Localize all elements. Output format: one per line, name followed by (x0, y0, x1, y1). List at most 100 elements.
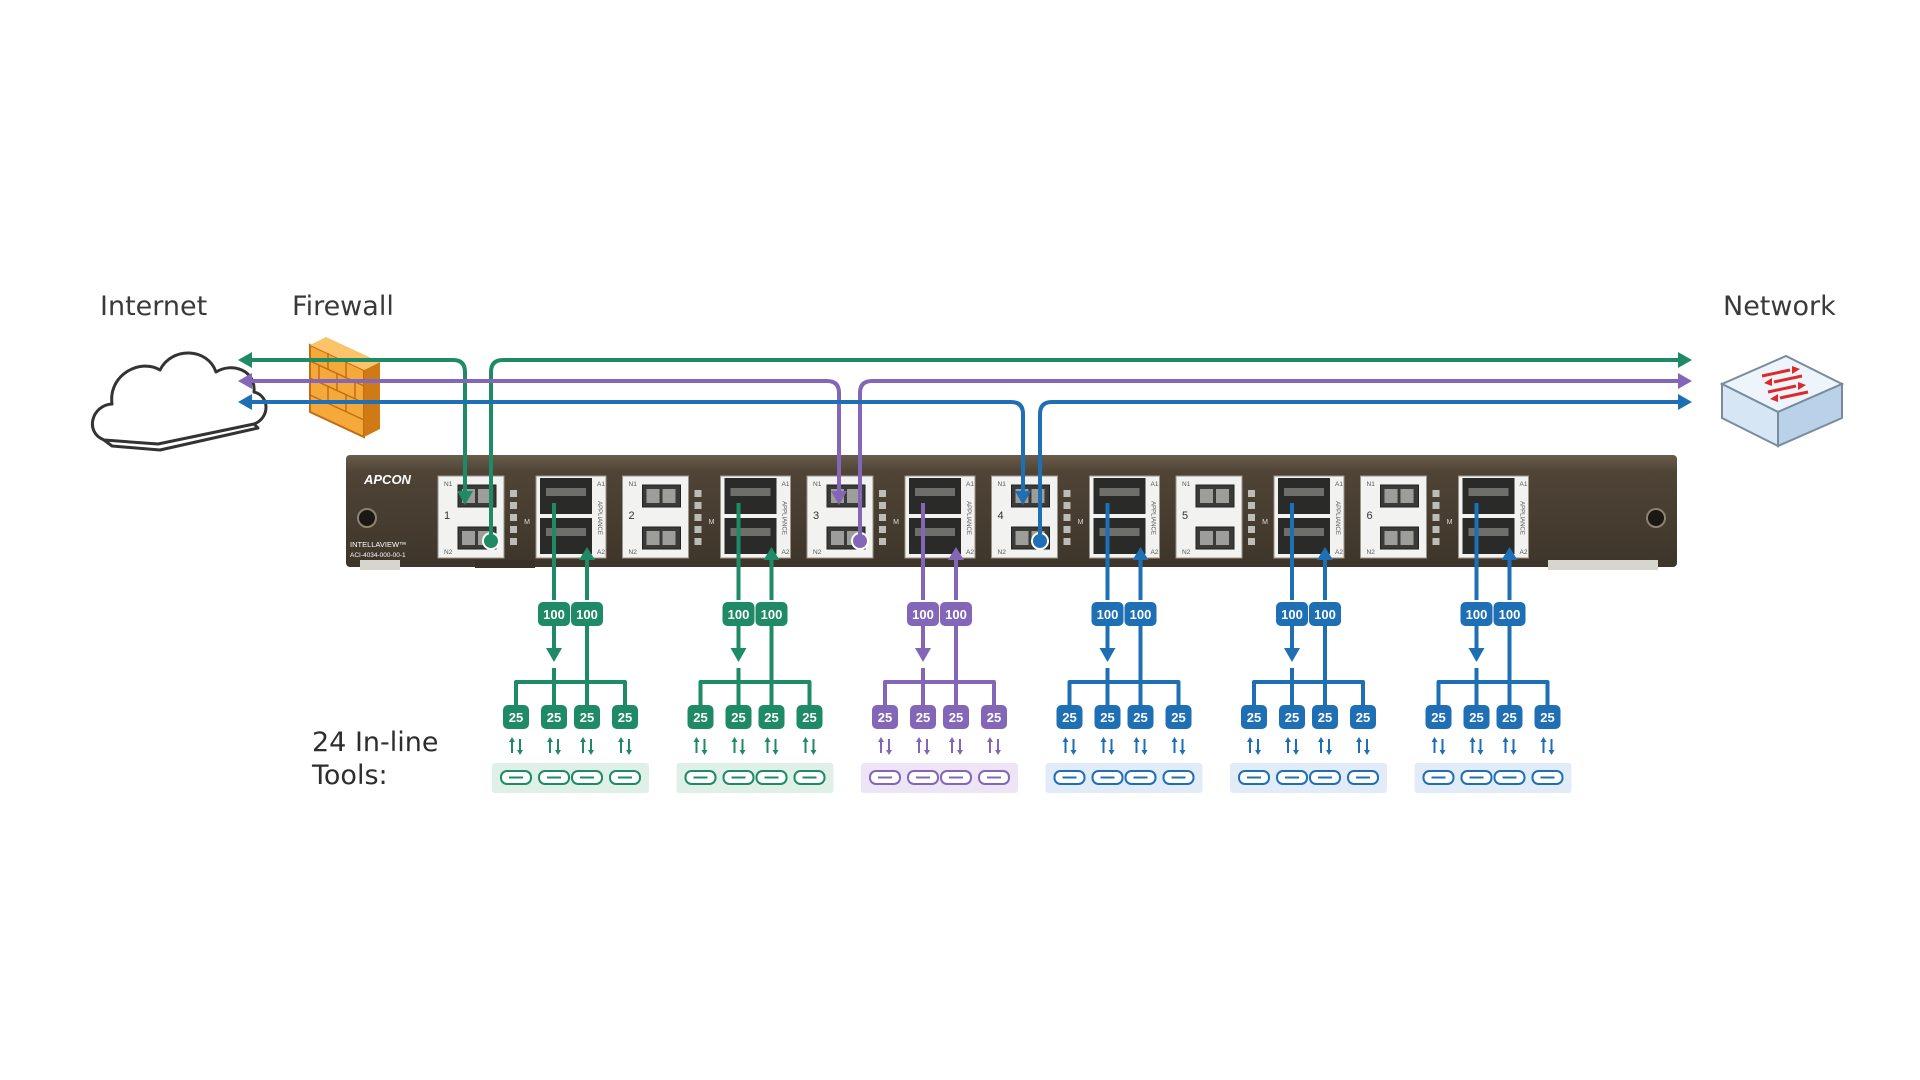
n1-label: N1 (998, 481, 1007, 488)
bidirectional-arrows-icon (1171, 737, 1186, 755)
arrow-head (1133, 737, 1140, 742)
badge-bg (943, 705, 969, 729)
speed-badge-25: 25 (574, 705, 600, 729)
tool-appliance-icon (1422, 770, 1455, 785)
appliance-label: APPLIANCE (781, 501, 787, 535)
qsfp-latch (1284, 528, 1324, 536)
slot-number: 2 (628, 510, 634, 522)
badge-bg (1463, 705, 1490, 729)
fanout-lines (698, 668, 812, 705)
badge-bg (541, 705, 567, 729)
badge-bg (758, 705, 785, 729)
fanout-lines (1067, 668, 1181, 705)
badge-text: 25 (731, 710, 745, 725)
speed-badge-100: 100 (1124, 602, 1157, 626)
arrow-head (1364, 750, 1370, 755)
badge-bg (612, 705, 638, 729)
n1-label: N1 (1182, 481, 1191, 488)
downlink-arrow (1099, 648, 1116, 662)
qsfp-latch (1284, 488, 1324, 496)
badge-text: 100 (912, 607, 934, 622)
n2-label: N2 (1182, 549, 1191, 556)
badge-text: 100 (1130, 607, 1152, 622)
badge-bg (687, 705, 714, 729)
led (1432, 538, 1440, 545)
badge-bg (940, 602, 972, 626)
qsfp-latch (915, 488, 955, 496)
badge-bg (1309, 602, 1341, 626)
fanout-lines (1436, 668, 1550, 705)
led (879, 502, 886, 509)
tool-appliance-icon (1309, 770, 1341, 785)
arrow-head (618, 737, 624, 742)
tool-appliance-icon (1460, 770, 1493, 785)
downlink-arrow (730, 648, 747, 662)
firewall-label: Firewall (292, 291, 394, 322)
tools-label-line1: 24 In-line (312, 727, 439, 758)
a1-label: A1 (597, 481, 605, 488)
a1-label: A1 (1520, 481, 1528, 488)
speed-badge-25: 25 (943, 705, 969, 729)
bidirectional-arrows-icon (878, 737, 892, 755)
tool-strip (1414, 763, 1572, 793)
arrow-head (1293, 750, 1299, 755)
arrow-head (701, 750, 708, 755)
a2-label: A2 (966, 549, 974, 556)
badge-bg (1425, 705, 1452, 729)
speed-badge-100: 100 (755, 602, 788, 626)
led (510, 514, 517, 521)
slot-number: 4 (997, 510, 1003, 522)
appliance-label: APPLIANCE (1519, 501, 1525, 535)
tool-appliance-icon (1493, 770, 1526, 785)
screw-right-icon (1646, 508, 1666, 528)
appliance-label: APPLIANCE (965, 501, 971, 535)
arrow-head (1141, 750, 1148, 755)
tool-appliance-icon (1162, 770, 1195, 785)
tool-strip (676, 763, 834, 793)
badge-text: 25 (1318, 710, 1332, 725)
tools-label-line2: Tools: (312, 760, 388, 791)
badge-bg (1460, 602, 1493, 626)
led (1063, 538, 1071, 545)
a1-label: A1 (782, 481, 790, 488)
speed-badge-100: 100 (1309, 602, 1341, 626)
firewall-icon (309, 337, 380, 439)
uplink-arrow (1501, 547, 1518, 560)
led (1248, 538, 1255, 545)
badge-bg (725, 705, 752, 729)
slot-number: 6 (1366, 510, 1372, 522)
appliance-label: APPLIANCE (1334, 501, 1340, 535)
slot-number: 3 (813, 510, 819, 522)
arrow-head (772, 750, 779, 755)
arrow-head (1255, 750, 1261, 755)
bidirectional-arrows-icon (1469, 737, 1484, 755)
m-label: M (1078, 519, 1084, 526)
status-leds (694, 490, 702, 545)
arrow-head (924, 750, 930, 755)
led (879, 514, 886, 521)
speed-badge-25: 25 (1350, 705, 1376, 729)
speed-badge-25: 25 (1425, 705, 1452, 729)
arrow-head (1171, 737, 1178, 742)
badge-bg (1165, 705, 1192, 729)
tool-appliance-icon (1531, 770, 1564, 785)
part-number-text: ACI-4034-000-00-1 (350, 552, 406, 559)
speed-badge-25: 25 (758, 705, 785, 729)
led (1248, 526, 1255, 533)
arrow-head (1431, 737, 1438, 742)
led (1063, 502, 1071, 509)
tools-label: 24 In-line Tools: (312, 726, 438, 792)
badge-text: 25 (1502, 710, 1516, 725)
sfp-lane (662, 531, 676, 545)
bidirectional-arrows-icon (1356, 737, 1370, 755)
speed-badge-25: 25 (612, 705, 638, 729)
slot-number: 1 (444, 510, 450, 522)
bidirectional-arrows-icon (1285, 737, 1299, 755)
internet-arrow (238, 352, 252, 368)
led (694, 514, 702, 521)
badge-text: 100 (543, 607, 565, 622)
speed-badge-100: 100 (1460, 602, 1493, 626)
qsfp-latch (546, 528, 586, 536)
